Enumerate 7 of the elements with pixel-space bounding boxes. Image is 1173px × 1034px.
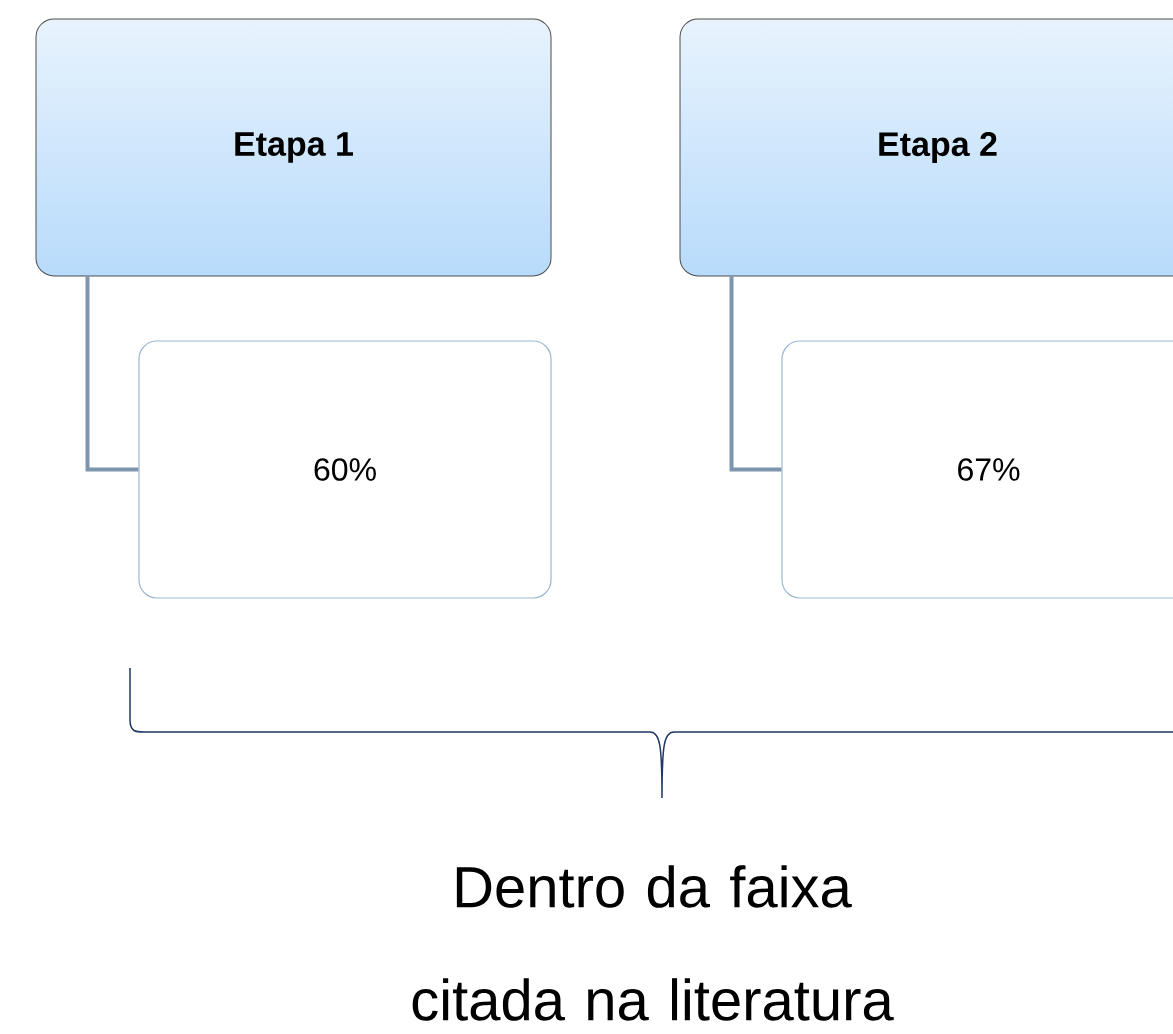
value-box: 60% [138, 340, 552, 599]
connector [729, 276, 782, 472]
stage-box: Etapa 2 [679, 18, 1173, 277]
value-box: 67% [781, 340, 1173, 599]
connector [85, 276, 139, 472]
caption-text: Dentro da faixa citada na literatura [412, 865, 894, 1021]
stage-box: Etapa 1 [35, 18, 552, 277]
